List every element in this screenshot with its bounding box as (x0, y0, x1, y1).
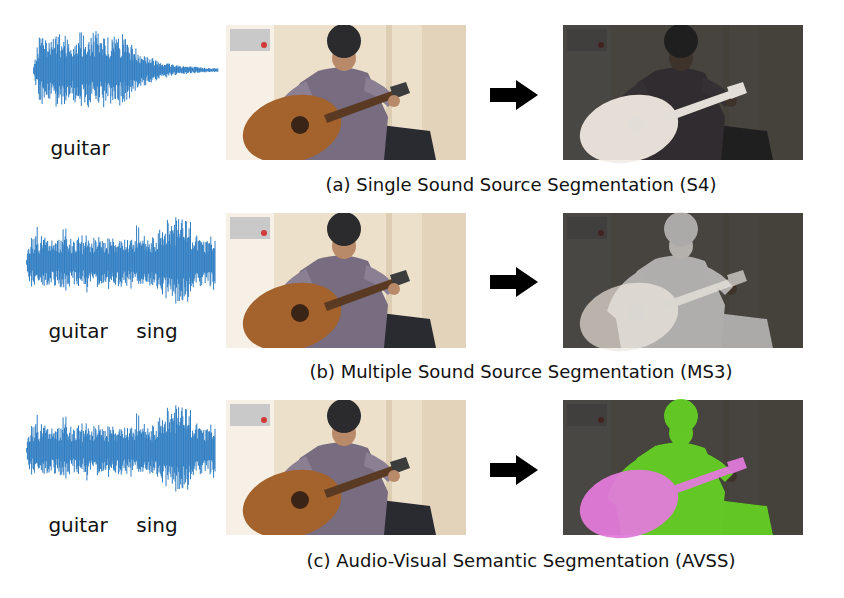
mask-output (563, 212, 803, 361)
subfigure-caption: (c) Audio-Visual Semantic Segmentation (… (307, 550, 736, 572)
audio-label: guitar (50, 136, 109, 160)
audio-label: sing (136, 513, 177, 537)
waveform-path (33, 31, 218, 107)
mask-output (563, 24, 803, 173)
audio-waveform (26, 217, 215, 303)
audio-waveform (33, 31, 218, 107)
video-frame (226, 24, 466, 173)
arrow-symbol (490, 267, 538, 297)
mask-output (563, 399, 803, 548)
video-frame (226, 212, 466, 361)
audio-waveform (26, 405, 215, 491)
subfigure-caption: (b) Multiple Sound Source Segmentation (… (309, 361, 732, 383)
waveform-path (26, 405, 215, 491)
video-frame (226, 399, 466, 548)
audio-label: guitar (48, 319, 107, 343)
arrow-symbol (490, 455, 538, 485)
waveform-path (26, 217, 215, 303)
audio-label: sing (136, 319, 177, 343)
subfigure-caption: (a) Single Sound Source Segmentation (S4… (326, 174, 717, 196)
audio-label: guitar (48, 513, 107, 537)
arrow-symbol (490, 80, 538, 110)
